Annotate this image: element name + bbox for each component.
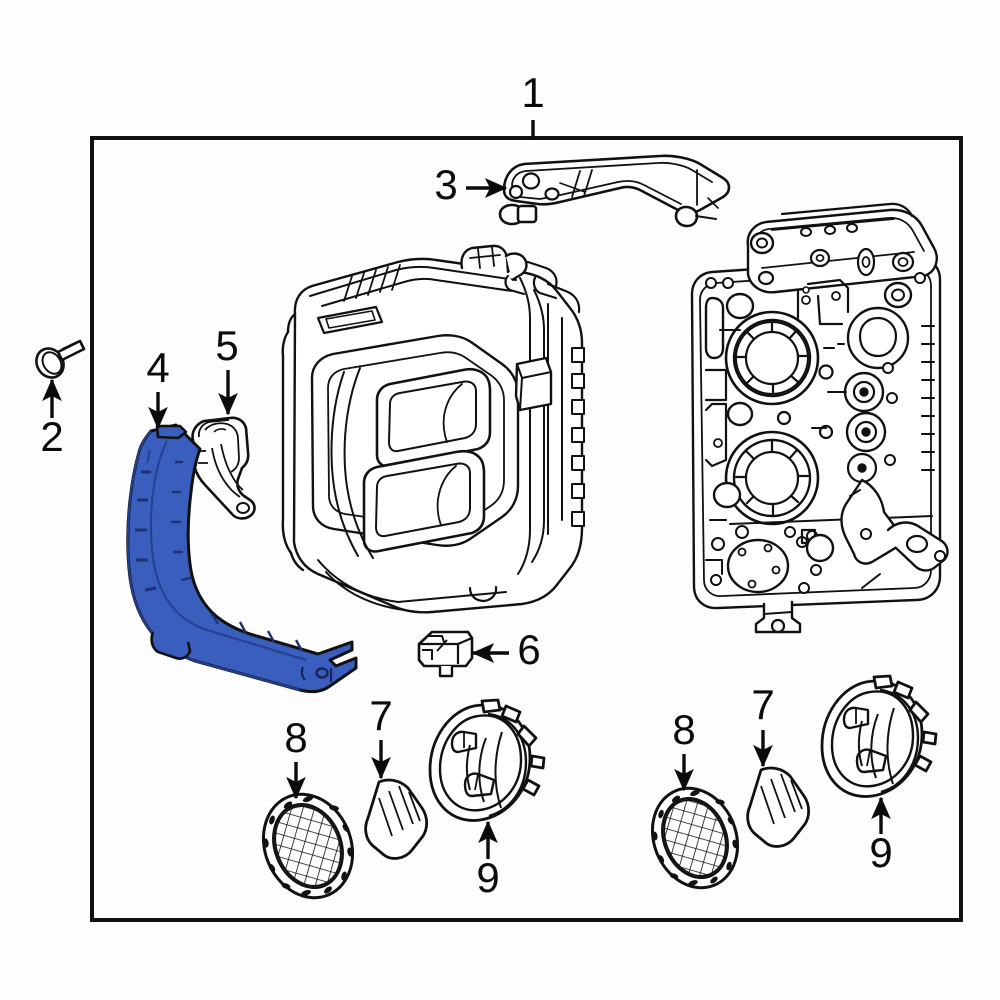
callout-label-8-right: 8 <box>672 706 695 753</box>
part-bulb-access-cover-left[interactable] <box>428 698 546 822</box>
callout-label-3: 3 <box>434 161 457 208</box>
callout-label-2: 2 <box>40 413 63 460</box>
part-vent-mesh-seal-left[interactable] <box>248 781 367 911</box>
callout-label-6: 6 <box>517 626 540 673</box>
part-bulb-access-gasket-left[interactable] <box>364 778 429 860</box>
callout-label-8-left: 8 <box>284 714 307 761</box>
main-assembly-frame <box>90 136 963 922</box>
callout-labels: 1 2 3 4 5 6 7 8 9 7 8 9 <box>40 69 892 901</box>
callout-label-5: 5 <box>215 322 238 369</box>
callout-leader-lines <box>42 120 891 859</box>
part-bulb-access-cover-right[interactable] <box>820 674 938 798</box>
part-vent-mesh-seal-right[interactable] <box>638 775 752 900</box>
callout-label-1: 1 <box>521 69 544 116</box>
part-bulb-access-gasket-right[interactable] <box>746 766 811 848</box>
part-retainer-clip[interactable] <box>417 630 474 678</box>
part-headlamp-lens-housing[interactable] <box>281 244 585 614</box>
callout-label-9-right: 9 <box>869 829 892 876</box>
callout-label-4: 4 <box>146 344 169 391</box>
part-mounting-bolt[interactable] <box>31 339 86 383</box>
part-upper-mounting-bracket[interactable] <box>498 154 731 228</box>
part-headlamp-rear-housing[interactable] <box>690 202 949 634</box>
callout-label-7-left: 7 <box>369 692 392 739</box>
callout-label-7-right: 7 <box>751 681 774 728</box>
part-side-mounting-bracket[interactable] <box>191 416 256 520</box>
callout-label-9-left: 9 <box>476 854 499 901</box>
part-headlamp-seal-bracket-highlighted[interactable] <box>126 423 358 694</box>
